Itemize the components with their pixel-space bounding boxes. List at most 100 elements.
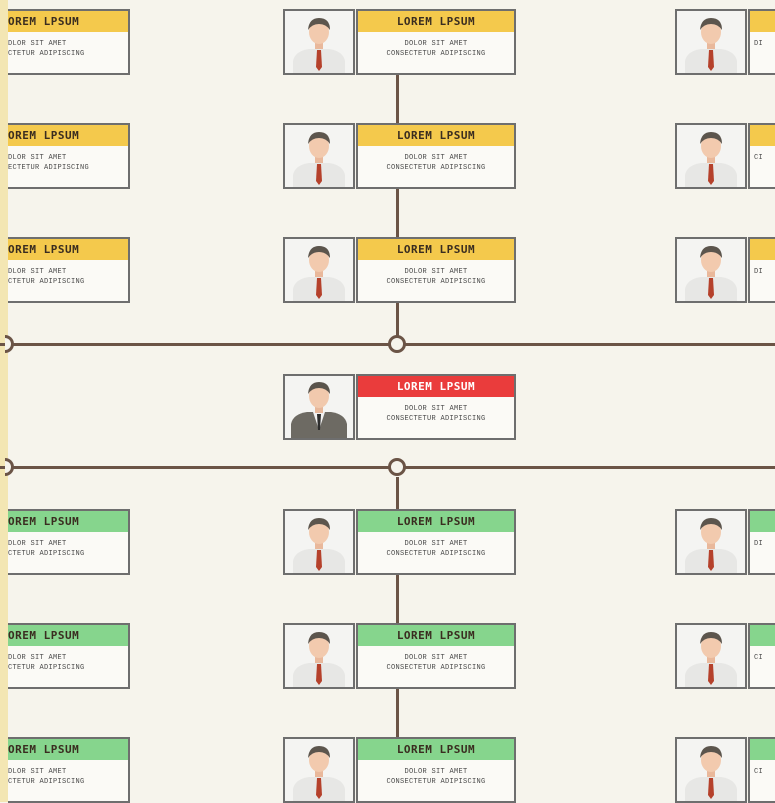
team-member-node: OREM LPSUM DLOR SIT AMET CTETUR ADIPISCING <box>8 623 132 689</box>
member-name <box>750 11 775 32</box>
leader-node: LOREM LPSUM DOLOR SIT AMET CONSECTETUR A… <box>283 374 516 440</box>
leader-line2: CONSECTETUR ADIPISCING <box>386 415 486 423</box>
team-member-card: LOREM LPSUM DOLOR SIT AMET CONSECTETUR ADI… <box>356 237 516 303</box>
member-name <box>750 125 775 146</box>
member-name <box>750 739 775 760</box>
member-line1: DOLOR SIT AMET <box>404 768 468 776</box>
person-avatar-icon <box>283 737 355 803</box>
member-name: OREM LPSUM <box>8 125 128 146</box>
team-member-node: CI <box>675 737 775 803</box>
member-name <box>750 239 775 260</box>
member-line2: CONSECTETUR ADIPISCING <box>386 550 486 558</box>
team-member-card: OREM LPSUM DLOR SIT AMET CTETUR ADIPISCING <box>8 737 130 803</box>
team-member-card: OREM LPSUM DLOR SIT AMET ECTETUR ADIPISCIN… <box>8 123 130 189</box>
member-line1: DLOR SIT AMET <box>8 540 67 548</box>
member-line1: CI <box>754 654 764 662</box>
lower-connector-line <box>0 466 775 469</box>
team-member-node: CI <box>675 123 775 189</box>
member-line2: CTETUR ADIPISCING <box>8 664 85 672</box>
team-member-node: OREM LPSUM DLOR SIT AMET CTETUR ADIPISCING <box>8 737 132 803</box>
manager-avatar-icon <box>283 374 355 440</box>
person-avatar-icon <box>675 9 747 75</box>
team-member-card: CI <box>748 623 775 689</box>
member-line1: DI <box>754 268 764 276</box>
member-line1: DI <box>754 540 764 548</box>
member-name: OREM LPSUM <box>8 11 128 32</box>
member-line1: DLOR SIT AMET <box>8 768 67 776</box>
member-name: LOREM LPSUM <box>358 11 514 32</box>
team-member-card: OREM LPSUM DLOR SIT AMET CTETUR ADIPISCING <box>8 623 130 689</box>
team-member-node: LOREM LPSUM DOLOR SIT AMET CONSECTETUR ADI… <box>283 237 516 303</box>
member-line2: CONSECTETUR ADIPISCING <box>386 164 486 172</box>
member-name <box>750 511 775 532</box>
member-line1: DLOR SIT AMET <box>8 654 67 662</box>
member-line2: CONSECTETUR ADIPISCING <box>386 664 486 672</box>
team-member-card: DI <box>748 237 775 303</box>
team-member-card: LOREM LPSUM DOLOR SIT AMET CONSECTETUR ADI… <box>356 509 516 575</box>
team-member-card: CI <box>748 123 775 189</box>
member-line1: DOLOR SIT AMET <box>404 540 468 548</box>
member-line1: DLOR SIT AMET <box>8 154 67 162</box>
member-name: OREM LPSUM <box>8 739 128 760</box>
member-line2: ECTETUR ADIPISCING <box>8 164 90 172</box>
team-member-node: DI <box>675 237 775 303</box>
team-member-card: OREM LPSUM DLOR SIT AMET CTETUR ADIPISCING <box>8 237 130 303</box>
person-avatar-icon <box>675 509 747 575</box>
leader-line1: DOLOR SIT AMET <box>404 405 468 413</box>
member-line1: DLOR SIT AMET <box>8 40 67 48</box>
member-line1: DI <box>754 40 764 48</box>
person-avatar-icon <box>283 509 355 575</box>
left-edge-strip <box>0 0 8 802</box>
team-member-node: OREM LPSUM DLOR SIT AMET ECTETUR ADIPISCIN… <box>8 123 132 189</box>
member-line2: CONSECTETUR ADIPISCING <box>386 778 486 786</box>
team-member-node: CI <box>675 623 775 689</box>
member-line1: DLOR SIT AMET <box>8 268 67 276</box>
leader-name: LOREM LPSUM <box>358 376 514 397</box>
member-line1: DOLOR SIT AMET <box>404 154 468 162</box>
member-name <box>750 625 775 646</box>
member-line1: DOLOR SIT AMET <box>404 268 468 276</box>
upper-hub-icon <box>388 335 406 353</box>
team-member-node: LOREM LPSUM DOLOR SIT AMET CONSECTETUR ADI… <box>283 509 516 575</box>
member-line2: CONSECTETUR ADIPISCING <box>386 50 486 58</box>
member-line2: CONSECTETUR ADIPISCING <box>386 278 486 286</box>
team-member-node: DI <box>675 9 775 75</box>
person-avatar-icon <box>675 737 747 803</box>
lower-hub-icon <box>388 458 406 476</box>
member-name: OREM LPSUM <box>8 625 128 646</box>
person-avatar-icon <box>283 237 355 303</box>
member-line2: CTETUR ADIPISCING <box>8 278 85 286</box>
upper-connector-line <box>0 343 775 346</box>
member-line1: DOLOR SIT AMET <box>404 654 468 662</box>
person-avatar-icon <box>675 237 747 303</box>
member-line2: CTETUR ADIPISCING <box>8 550 85 558</box>
team-member-node: OREM LPSUM DLOR SIT AMET CTETUR ADIPISCING <box>8 237 132 303</box>
member-name: OREM LPSUM <box>8 239 128 260</box>
person-avatar-icon <box>283 9 355 75</box>
member-line1: CI <box>754 768 764 776</box>
member-line2: CTETUR ADIPISCING <box>8 778 85 786</box>
team-member-card: CI <box>748 737 775 803</box>
member-name: LOREM LPSUM <box>358 511 514 532</box>
member-name: LOREM LPSUM <box>358 239 514 260</box>
member-line1: CI <box>754 154 764 162</box>
leader-card: LOREM LPSUM DOLOR SIT AMET CONSECTETUR A… <box>356 374 516 440</box>
member-name: LOREM LPSUM <box>358 125 514 146</box>
person-avatar-icon <box>675 623 747 689</box>
team-member-card: DI <box>748 9 775 75</box>
lower-left-cap-icon <box>5 458 14 476</box>
lower-trunk-line <box>396 477 399 739</box>
team-member-card: LOREM LPSUM DOLOR SIT AMET CONSECTETUR ADI… <box>356 123 516 189</box>
upper-trunk-line <box>396 74 399 336</box>
